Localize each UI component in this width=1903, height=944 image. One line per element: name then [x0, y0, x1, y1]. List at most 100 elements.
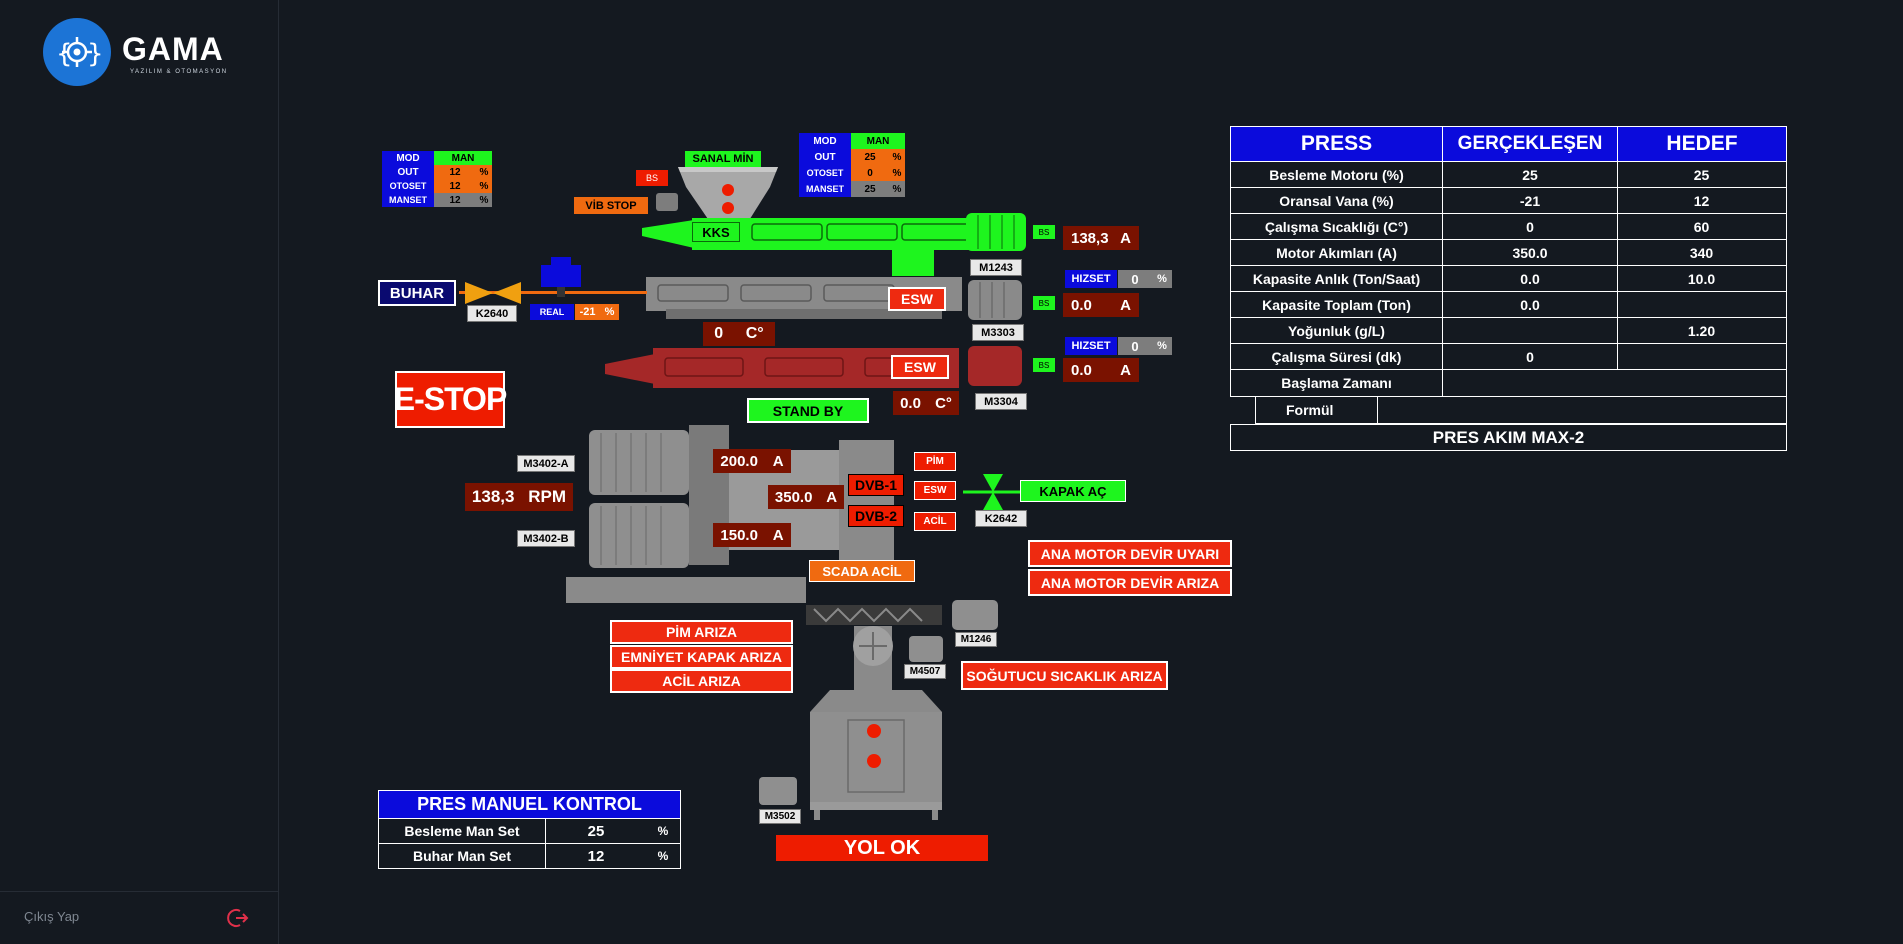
press-row-target[interactable]: 10.0	[1687, 270, 1716, 287]
buhar-man-set-label: Buhar Man Set	[379, 844, 546, 868]
buhar-man-set-unit: %	[657, 849, 669, 863]
dvb2-indicator: DVB-2	[848, 505, 904, 527]
acil-ariza-alarm: ACİL ARIZA	[610, 669, 793, 693]
manual-control-panel: PRES MANUEL KONTROL Besleme Man Set 25 %…	[378, 790, 681, 869]
mod-value[interactable]: MAN	[434, 151, 492, 165]
m3502-motor-graphic	[759, 777, 797, 805]
m3304-current-unit: A	[1120, 361, 1131, 379]
manset-value[interactable]: 12	[434, 193, 476, 207]
temperature-display-1: 0 C°	[703, 322, 775, 346]
bs-indicator: BS	[1033, 296, 1055, 310]
m3303-current-unit: A	[1120, 296, 1131, 314]
press-table-header: PRESS GERÇEKLEŞEN HEDEF	[1230, 126, 1787, 162]
otoset-unit: %	[476, 179, 492, 193]
m3402a-current-value: 200.0	[720, 452, 758, 470]
otoset-label: OTOSET	[799, 165, 851, 181]
hizset-label: HIZSET	[1065, 337, 1117, 355]
m3303-hizset-unit: %	[1152, 270, 1172, 288]
press-row-target[interactable]: 60	[1693, 218, 1710, 235]
main-current-value: 350.0	[774, 488, 813, 506]
real-label: REAL	[530, 304, 574, 320]
press-header: PRESS	[1230, 126, 1443, 162]
vibrator-icon	[656, 193, 678, 211]
auger-graphic	[806, 605, 942, 625]
m3303-tag: M3303	[972, 324, 1024, 341]
m3502-tag: M3502	[759, 809, 801, 824]
rpm-display: 138,3 RPM	[465, 483, 573, 511]
m1243-tag: M1243	[970, 259, 1022, 276]
m3303-current-display: 0.0 A	[1063, 293, 1139, 317]
brand-name: GAMA	[122, 31, 224, 67]
besleme-man-set-value[interactable]: 25	[587, 822, 605, 840]
esw-indicator-1: ESW	[888, 287, 946, 311]
m3402a-tag: M3402-A	[517, 455, 575, 472]
press-table-row: Yoğunluk (g/L)1.20	[1230, 318, 1787, 344]
press-row-target[interactable]	[1618, 344, 1785, 369]
formula-value	[1378, 397, 1785, 423]
press-table-row: Kapasite Toplam (Ton)0.0	[1230, 292, 1787, 318]
sidebar-footer: Çıkış Yap	[0, 891, 278, 944]
ana-motor-devir-uyari-alarm: ANA MOTOR DEVİR UYARI	[1028, 540, 1232, 567]
m3304-hizset-unit: %	[1152, 337, 1172, 355]
manset-unit: %	[476, 193, 492, 207]
press-row-label: Oransal Vana (%)	[1231, 188, 1443, 213]
vib-stop-button[interactable]: VİB STOP	[574, 197, 648, 214]
m3304-hizset-value[interactable]: 0	[1118, 337, 1152, 355]
press-table: PRESS GERÇEKLEŞEN HEDEF Besleme Motoru (…	[1230, 126, 1787, 451]
sidebar: { } GAMA YAZILIM & OTOMASYON Çıkış Yap	[0, 0, 279, 944]
press-row-target[interactable]	[1618, 292, 1785, 317]
m3303-hizset-value[interactable]: 0	[1118, 270, 1152, 288]
feeder-conveyor-graphic	[642, 218, 1012, 276]
left-control-panel: MOD MAN OUT 12 % OTOSET 12 % MANSET 12 %	[382, 151, 492, 207]
buhar-button[interactable]: BUHAR	[378, 280, 456, 306]
out-label: OUT	[382, 165, 434, 179]
press-row-target[interactable]: 25	[1693, 166, 1710, 183]
logout-label[interactable]: Çıkış Yap	[24, 909, 80, 924]
mod-value[interactable]: MAN	[851, 133, 905, 149]
scada-acil-button[interactable]: SCADA ACİL	[809, 560, 915, 582]
estop-button[interactable]: E-STOP	[394, 371, 507, 428]
otoset-value: 12	[434, 179, 476, 193]
hizset-label: HIZSET	[1065, 270, 1117, 288]
kapak-ac-button[interactable]: KAPAK AÇ	[1020, 480, 1126, 502]
press-row-actual: 0.0	[1443, 292, 1618, 317]
esw-indicator-2: ESW	[891, 355, 949, 379]
manset-value[interactable]: 25	[851, 181, 889, 197]
svg-text:{: {	[56, 39, 73, 69]
press-row-target[interactable]: 12	[1693, 192, 1710, 209]
kapak-valve-icon[interactable]	[963, 472, 1023, 512]
besleme-man-set-unit: %	[657, 824, 669, 838]
manset-unit: %	[889, 181, 905, 197]
m1246-motor-graphic	[952, 600, 998, 630]
top-control-panel: MOD MAN OUT 25 % OTOSET 0 % MANSET 25 %	[799, 133, 905, 197]
mod-label: MOD	[799, 133, 851, 149]
out-value: 25	[851, 149, 889, 165]
brand-logo-icon: { }	[43, 18, 111, 86]
press-row-actual	[1443, 318, 1618, 343]
buhar-man-set-value[interactable]: 12	[587, 847, 605, 865]
red-conditioner-graphic	[605, 348, 959, 388]
ana-motor-devir-ariza-alarm: ANA MOTOR DEVİR ARIZA	[1028, 569, 1232, 596]
press-row-label: Kapasite Anlık (Ton/Saat)	[1231, 266, 1443, 291]
press-row-label: Besleme Motoru (%)	[1231, 162, 1443, 187]
conditioner-motor-graphic	[968, 280, 1022, 320]
out-value: 12	[434, 165, 476, 179]
logout-icon[interactable]	[226, 906, 250, 930]
actuator-icon	[541, 257, 581, 297]
rpm-unit: RPM	[528, 487, 567, 506]
cooler-indicator-2	[867, 754, 881, 768]
press-row-label: Motor Akımları (A)	[1231, 240, 1443, 265]
acil-indicator: ACİL	[914, 512, 956, 531]
temperature-display-2: 0.0 C°	[893, 391, 959, 415]
m3402b-current-unit: A	[772, 526, 784, 544]
steam-valve-icon	[465, 282, 521, 304]
press-row-target[interactable]: 1.20	[1687, 322, 1716, 339]
m3402b-current-display: 150.0 A	[713, 523, 791, 547]
real-unit: %	[604, 306, 615, 318]
press-row-target[interactable]: 340	[1689, 244, 1714, 261]
press-row-actual: 0	[1443, 344, 1618, 369]
start-time-label: Başlama Zamanı	[1231, 370, 1443, 396]
otoset-unit: %	[889, 165, 905, 181]
